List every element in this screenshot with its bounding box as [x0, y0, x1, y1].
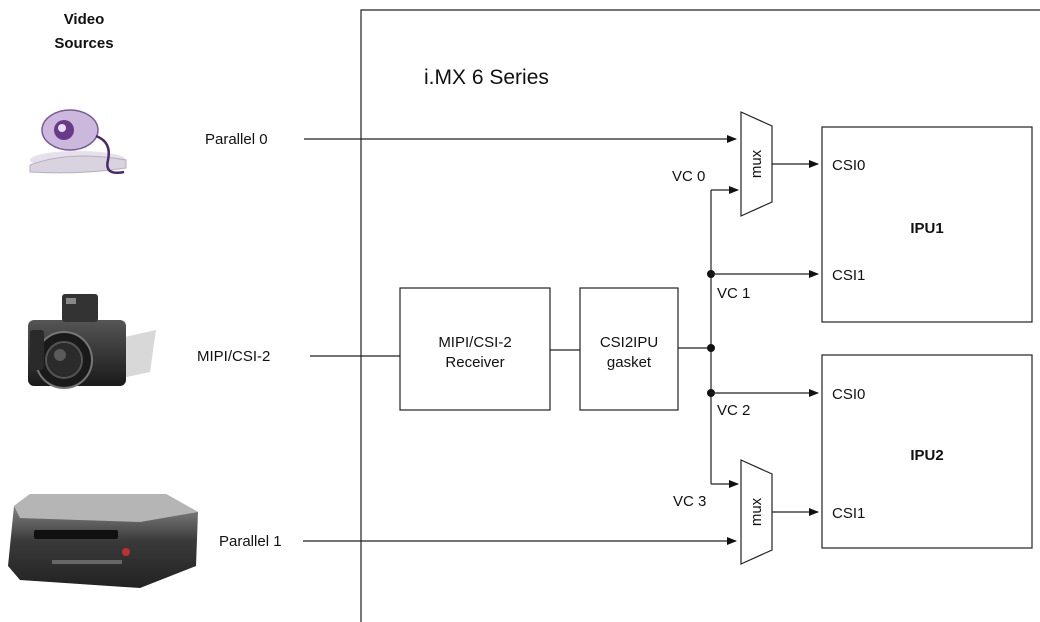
ipu1-csi1-label: CSI1 [832, 267, 865, 284]
ipu2-csi0-label: CSI0 [832, 386, 865, 403]
mux2-label: mux [748, 497, 765, 526]
sources-title-line1: Video [64, 11, 105, 28]
vc1-label: VC 1 [717, 285, 750, 302]
vc2-label: VC 2 [717, 402, 750, 419]
ipu1-csi0-label: CSI0 [832, 157, 865, 174]
webcam-icon [30, 110, 126, 173]
gasket-label-line2: gasket [607, 354, 652, 371]
source-label-mipi: MIPI/CSI-2 [197, 348, 270, 365]
vc0-label: VC 0 [672, 168, 705, 185]
vc3-label: VC 3 [673, 493, 706, 510]
ipu1-label: IPU1 [910, 220, 943, 237]
camera-icon [28, 294, 156, 388]
receiver-label-line1: MIPI/CSI-2 [438, 334, 511, 351]
gasket-label-line1: CSI2IPU [600, 334, 658, 351]
chip-title: i.MX 6 Series [424, 66, 549, 89]
source-label-parallel0: Parallel 0 [205, 131, 268, 148]
video-box-icon [8, 494, 198, 588]
ipu2-label: IPU2 [910, 447, 943, 464]
sources-title-line2: Sources [54, 35, 113, 52]
mux1-label: mux [748, 149, 765, 178]
receiver-label-line2: Receiver [445, 354, 504, 371]
ipu2-csi1-label: CSI1 [832, 505, 865, 522]
source-label-parallel1: Parallel 1 [219, 533, 282, 550]
gasket-junction [707, 344, 715, 352]
